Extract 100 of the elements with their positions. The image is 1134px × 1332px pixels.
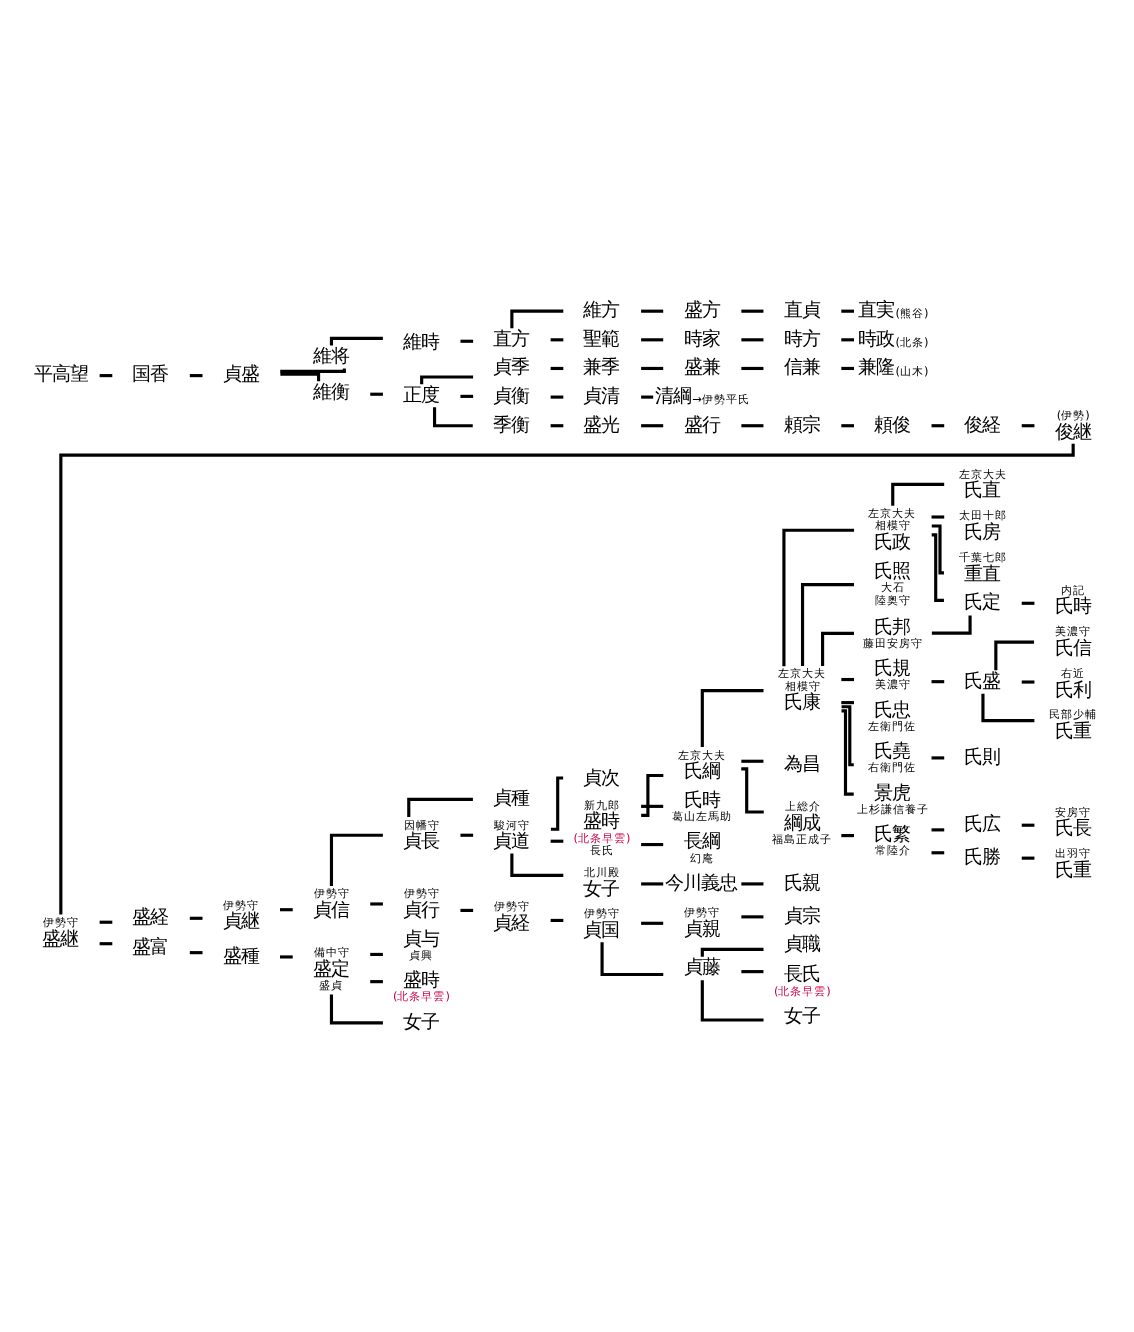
- connector: [841, 337, 854, 341]
- node-text: 氏盛: [964, 669, 1001, 692]
- node-text: 兼隆: [858, 356, 895, 379]
- connector: [189, 373, 203, 377]
- node-text: 貞与: [403, 927, 440, 950]
- node-text: 氏時: [683, 788, 720, 811]
- node-text: 貞盛: [222, 363, 259, 386]
- node-text: 貞親: [683, 917, 720, 940]
- node-text: 貞職: [783, 933, 820, 956]
- node-text: 氏堯: [874, 740, 911, 763]
- node-text: 氏規: [874, 657, 911, 680]
- node-text: 盛兼: [683, 356, 720, 379]
- connector: [329, 832, 383, 885]
- node-text: 俊継: [1054, 420, 1091, 443]
- connector: [641, 920, 664, 924]
- node-text: 氏親: [783, 871, 820, 894]
- connector: [370, 951, 383, 956]
- node-text: 氏則: [964, 745, 1001, 768]
- connector: [641, 337, 664, 341]
- connector: [931, 827, 945, 831]
- node-text: 今川義忠: [665, 871, 738, 894]
- node-text: 貞道: [493, 830, 530, 853]
- node-text: 国香: [132, 363, 169, 386]
- connector: [600, 941, 664, 976]
- connector: [821, 630, 854, 665]
- connector: [641, 772, 664, 816]
- node-text: 氏信: [1054, 636, 1091, 659]
- node-text: 貞清: [583, 384, 620, 407]
- connector: [280, 371, 321, 381]
- connector: [741, 969, 764, 973]
- node-text: 氏政: [874, 531, 911, 554]
- connector: [931, 514, 945, 518]
- connector: [59, 442, 1075, 914]
- node-text: 盛種: [222, 944, 259, 967]
- node-text: 時方: [783, 327, 820, 350]
- node-text: 氏利: [1054, 678, 1091, 701]
- node-text: 氏重: [1054, 858, 1091, 881]
- connector: [841, 676, 854, 681]
- connector: [841, 308, 854, 312]
- connector: [841, 833, 854, 837]
- connector: [1021, 822, 1035, 826]
- node-text: 盛継: [42, 927, 79, 950]
- node-text: 貞継: [222, 910, 259, 933]
- connector: [550, 365, 564, 370]
- node-text: 為昌: [783, 752, 820, 775]
- node-text: 維衡: [312, 380, 349, 403]
- node-text: 長綱: [683, 830, 720, 853]
- connector: [1021, 423, 1035, 427]
- node-text: 俊経: [964, 413, 1001, 436]
- node-text: 氏繁: [874, 823, 911, 846]
- connector: [329, 993, 383, 1024]
- connector: [550, 394, 564, 398]
- connector: [891, 481, 945, 505]
- connector: [280, 954, 293, 958]
- connector: [99, 373, 113, 377]
- connector: [700, 688, 764, 747]
- connector: [550, 423, 564, 427]
- node-text: 維方: [583, 299, 620, 322]
- connector: [931, 423, 945, 427]
- node-text: 氏定: [964, 591, 1001, 614]
- connector: [407, 796, 473, 816]
- connector: [931, 755, 945, 759]
- connector: [841, 365, 854, 370]
- node-text: 氏綱: [683, 760, 720, 783]
- connector: [641, 423, 664, 427]
- node-text: 貞経: [493, 911, 530, 934]
- connector: [700, 979, 764, 1021]
- node-text: 直貞: [783, 299, 820, 322]
- node-text: 女子: [783, 1004, 820, 1027]
- connector: [641, 803, 664, 807]
- connector: [931, 850, 945, 854]
- node-text: 貞種: [493, 787, 530, 810]
- connector: [931, 532, 944, 601]
- node-text: 盛行: [683, 413, 720, 436]
- connector: [1021, 679, 1035, 683]
- connector: [741, 881, 764, 885]
- node-text: 盛経: [132, 906, 169, 929]
- connector: [510, 308, 564, 328]
- node-text: 氏長: [1054, 817, 1091, 840]
- connector: [741, 423, 764, 427]
- node-text: 正度: [403, 383, 440, 406]
- connector: [99, 941, 113, 945]
- node-text: 頼俊: [874, 413, 911, 436]
- node-text: 氏邦: [874, 615, 911, 638]
- node-text: 盛時: [583, 810, 620, 833]
- connector: [741, 365, 764, 370]
- connector: [741, 337, 764, 341]
- node-text: 貞衡: [493, 384, 530, 407]
- connector: [460, 338, 474, 342]
- connector: [550, 917, 564, 921]
- connector: [329, 335, 383, 345]
- node-text: 氏忠: [874, 698, 911, 721]
- node-text: 季衡: [493, 413, 530, 436]
- connector: [641, 841, 664, 846]
- connector: [641, 365, 664, 370]
- connector: [641, 394, 654, 398]
- node-text: 信兼: [783, 356, 820, 379]
- node-text: 盛定: [312, 957, 349, 980]
- connector: [931, 614, 972, 634]
- node-text: 時政: [858, 327, 895, 350]
